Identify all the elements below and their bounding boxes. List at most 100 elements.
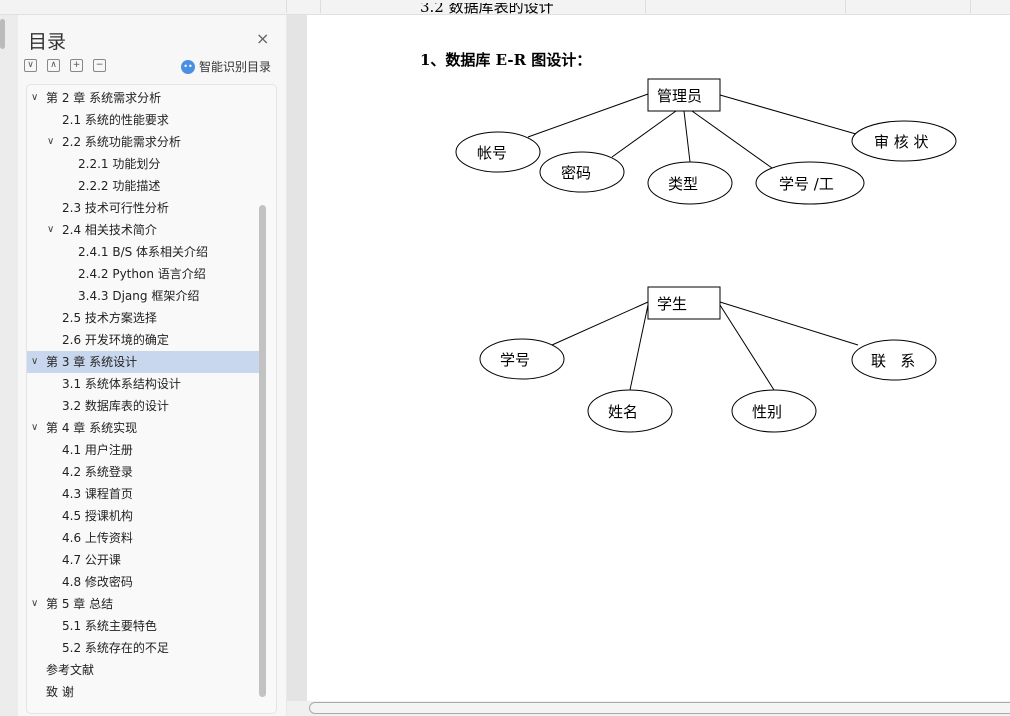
toc-item-label: 4.8 修改密码 bbox=[62, 575, 133, 589]
toc-item[interactable]: 2.6 开发环境的确定 bbox=[27, 329, 259, 351]
attr-label: 学号 /工 bbox=[779, 175, 834, 193]
panel-title: 目录 bbox=[28, 31, 67, 53]
toc-item[interactable]: 致 谢 bbox=[27, 681, 259, 703]
chevron-down-icon[interactable]: ∨ bbox=[31, 422, 39, 433]
entity-box bbox=[647, 286, 721, 320]
toc-item[interactable]: 4.5 授课机构 bbox=[27, 505, 259, 527]
toc-item-label: 4.1 用户注册 bbox=[62, 443, 133, 457]
add-level-button[interactable]: + bbox=[70, 59, 83, 72]
toc-item[interactable]: ∨ 第 4 章 系统实现 bbox=[27, 417, 259, 439]
toc-item-label: 5.1 系统主要特色 bbox=[62, 619, 157, 633]
er-student: 学生 学号 姓名 性别 联 系 bbox=[479, 286, 937, 433]
attr-ellipse bbox=[587, 389, 673, 433]
toc-item[interactable]: 3.4.3 Djang 框架介绍 bbox=[27, 285, 259, 307]
toc-item[interactable]: ∨ 第 3 章 系统设计 bbox=[27, 351, 259, 373]
smart-label: 智能识别目录 bbox=[199, 60, 272, 74]
partial-heading: 3.2 数据库表的设计 bbox=[420, 3, 554, 16]
attr-label: 密码 bbox=[561, 164, 591, 182]
collapse-all-button[interactable]: ∨ bbox=[24, 59, 37, 72]
toc-panel: 目录 × ∨ ∧ + − •• 智能识别目录 ∨ 第 2 章 系统需求分析 2.1 系… bbox=[18, 15, 286, 716]
toc-item[interactable]: ∨ 第 5 章 总结 bbox=[27, 593, 259, 615]
toc-item-label: 4.2 系统登录 bbox=[62, 465, 133, 479]
toc-item[interactable]: 4.6 上传资料 bbox=[27, 527, 259, 549]
toc-item-label: 2.2.1 功能划分 bbox=[78, 157, 161, 171]
horizontal-scrollbar[interactable] bbox=[287, 701, 1010, 716]
toc-item[interactable]: 3.1 系统体系结构设计 bbox=[27, 373, 259, 395]
toc-item[interactable]: ∨2.4 相关技术简介 bbox=[27, 219, 259, 241]
toc-item[interactable]: 2.4.1 B/S 体系相关介绍 bbox=[27, 241, 259, 263]
chevron-down-icon[interactable]: ∨ bbox=[47, 136, 55, 147]
attr-ellipse bbox=[851, 339, 937, 381]
attr-ellipse bbox=[455, 131, 541, 173]
toc-item-label: 3.2 数据库表的设计 bbox=[62, 399, 169, 413]
toc-item-label: 第 5 章 总结 bbox=[46, 597, 114, 611]
toc-item-label: 2.2.2 功能描述 bbox=[78, 179, 161, 193]
scroll-thumb[interactable] bbox=[309, 702, 1010, 714]
remove-level-button[interactable]: − bbox=[93, 59, 106, 72]
toc-item[interactable]: 2.1 系统的性能要求 bbox=[27, 109, 259, 131]
toc-item-label: 致 谢 bbox=[46, 685, 74, 699]
attr-label: 学号 bbox=[500, 351, 530, 369]
attr-label: 姓名 bbox=[608, 403, 638, 421]
toc-item[interactable]: 4.8 修改密码 bbox=[27, 571, 259, 593]
toc-item[interactable]: 2.2.2 功能描述 bbox=[27, 175, 259, 197]
toc-item[interactable]: 3.2 数据库表的设计 bbox=[27, 395, 259, 417]
toc-item-label: 2.1 系统的性能要求 bbox=[62, 113, 169, 127]
attr-ellipse bbox=[479, 338, 565, 380]
toc-item-label: 第 2 章 系统需求分析 bbox=[46, 91, 162, 105]
expand-up-button[interactable]: ∧ bbox=[47, 59, 60, 72]
toc-item-label: 第 4 章 系统实现 bbox=[46, 421, 138, 435]
top-toolbar bbox=[0, 0, 1010, 15]
toc-item-label: 2.6 开发环境的确定 bbox=[62, 333, 169, 347]
strip-scroll-thumb[interactable] bbox=[0, 19, 5, 49]
attr-label: 联 系 bbox=[871, 352, 915, 370]
toc-item-label: 第 3 章 系统设计 bbox=[46, 355, 138, 369]
toc-item[interactable]: ∨ 2.2 系统功能需求分析 bbox=[27, 131, 259, 153]
chevron-down-icon[interactable]: ∨ bbox=[31, 92, 39, 103]
toc-item[interactable]: 2.3 技术可行性分析 bbox=[27, 197, 259, 219]
entity-box bbox=[647, 78, 721, 112]
section-heading: 1、数据库 E-R 图设计： bbox=[420, 51, 592, 69]
toc-item[interactable]: 5.2 系统存在的不足 bbox=[27, 637, 259, 659]
toc-item-label: 4.5 授课机构 bbox=[62, 509, 133, 523]
left-strip bbox=[0, 15, 18, 716]
toc-scrollbar[interactable] bbox=[259, 205, 266, 697]
entity-label: 学生 bbox=[657, 295, 687, 313]
toc-item-label: 2.2 系统功能需求分析 bbox=[62, 135, 181, 149]
toc-item[interactable]: 4.3 课程首页 bbox=[27, 483, 259, 505]
attr-ellipse bbox=[731, 389, 817, 433]
smart-icon: •• bbox=[181, 59, 195, 74]
toc-item-label: 参考文献 bbox=[46, 663, 95, 677]
toc-item[interactable]: ∨ 第 2 章 系统需求分析 bbox=[27, 87, 259, 109]
attr-ellipse bbox=[851, 120, 957, 162]
toc-item[interactable]: 4.1 用户注册 bbox=[27, 439, 259, 461]
toc-item[interactable]: 2.5 技术方案选择 bbox=[27, 307, 259, 329]
toc-list: ∨ 第 2 章 系统需求分析 2.1 系统的性能要求 ∨ 2.2 系统功能需求分析 2.2… bbox=[26, 84, 277, 714]
toc-item[interactable]: 5.1 系统主要特色 bbox=[27, 615, 259, 637]
toc-item[interactable]: 4.7 公开课 bbox=[27, 549, 259, 571]
attr-label: 类型 bbox=[668, 175, 698, 193]
toc-item[interactable]: 2.2.1 功能划分 bbox=[27, 153, 259, 175]
toc-item[interactable]: 4.2 系统登录 bbox=[27, 461, 259, 483]
toc-item[interactable]: 2.4.2 Python 语言介绍 bbox=[27, 263, 259, 285]
attr-label: 性别 bbox=[752, 403, 782, 421]
toc-item-label: 2.5 技术方案选择 bbox=[62, 311, 157, 325]
entity-label: 管理员 bbox=[657, 87, 702, 105]
close-icon[interactable]: × bbox=[256, 29, 270, 48]
toc-item-label: 3.4.3 Djang 框架介绍 bbox=[78, 289, 200, 303]
toc-tools: ∨ ∧ + − bbox=[24, 59, 106, 72]
er-admin: 管理员 帐号 密码 类型 学号 /工 审 核 状 bbox=[455, 78, 957, 205]
attr-ellipse bbox=[755, 161, 865, 205]
toc-item-label: 4.7 公开课 bbox=[62, 553, 121, 567]
chevron-down-icon[interactable]: ∨ bbox=[47, 224, 55, 235]
smart-toc-button[interactable]: •• 智能识别目录 bbox=[181, 58, 271, 75]
attr-label: 帐号 bbox=[477, 144, 507, 162]
attr-ellipse bbox=[539, 151, 625, 193]
attr-ellipse bbox=[647, 161, 733, 205]
toc-item[interactable]: 参考文献 bbox=[27, 659, 259, 681]
toc-item-label: 4.3 课程首页 bbox=[62, 487, 133, 501]
attr-label: 审 核 状 bbox=[874, 133, 929, 151]
chevron-down-icon[interactable]: ∨ bbox=[31, 598, 39, 609]
chevron-down-icon[interactable]: ∨ bbox=[31, 356, 39, 367]
